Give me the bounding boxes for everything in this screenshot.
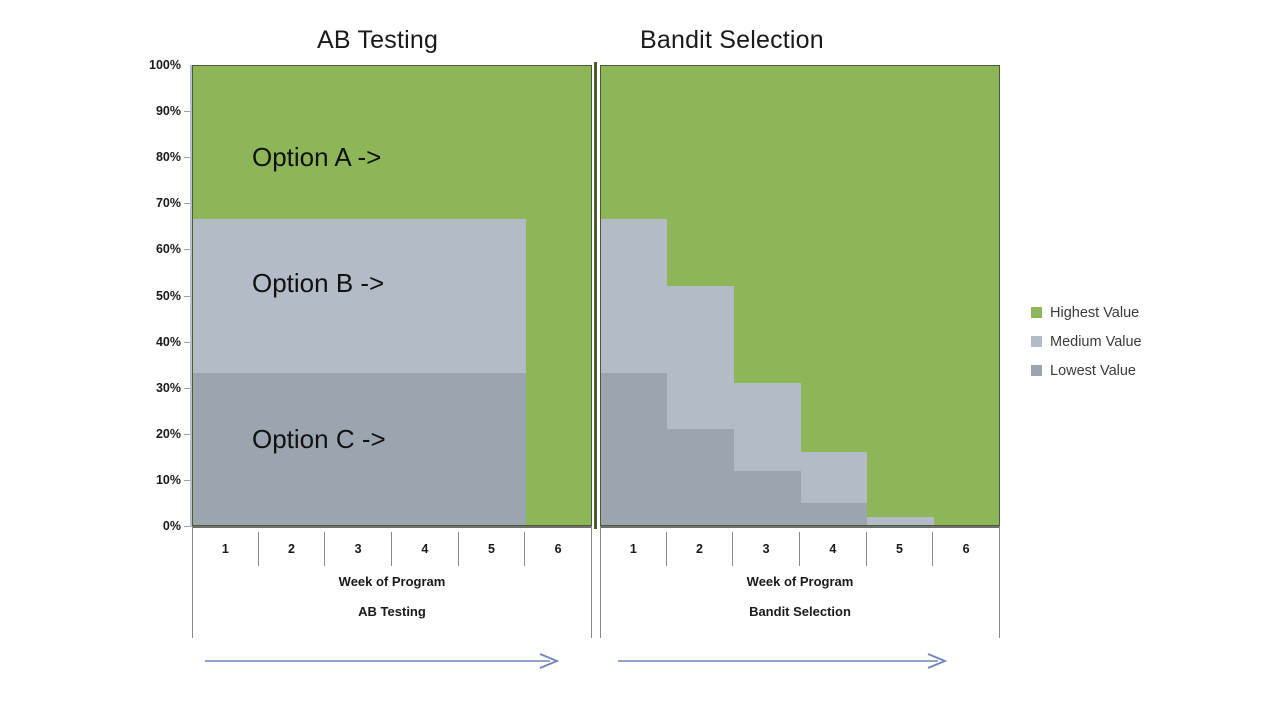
y-tick-mark xyxy=(184,203,191,205)
legend-item-1[interactable]: Medium Value xyxy=(1031,327,1142,356)
x-axis-left-edge-ab xyxy=(192,526,193,638)
ab-progress-arrow xyxy=(205,650,560,672)
y-tick-label: 90% xyxy=(155,104,181,119)
y-tick-label: 60% xyxy=(155,242,181,257)
x-tick-ab-week-5: 5 xyxy=(459,532,526,566)
legend-swatch-icon xyxy=(1031,307,1042,318)
bandit-lowest-value-week-1 xyxy=(600,372,668,526)
x-tick-bandit-week-4: 4 xyxy=(800,532,867,566)
x-axis-subtitle-bandit: Bandit Selection xyxy=(749,604,851,619)
bandit-progress-arrow xyxy=(618,650,948,672)
legend-item-label: Lowest Value xyxy=(1050,362,1136,379)
y-tick-label: 70% xyxy=(155,196,181,211)
x-axis-line-bandit xyxy=(600,526,1000,528)
y-tick-mark xyxy=(184,157,191,159)
y-tick-mark xyxy=(184,249,191,251)
y-tick-label: 100% xyxy=(149,58,181,72)
legend-swatch-icon xyxy=(1031,365,1042,376)
y-tick-mark xyxy=(184,479,191,481)
ab-lowest-value-week-5 xyxy=(458,372,526,526)
x-axis-left-edge-bandit xyxy=(600,526,601,638)
x-axis-subtitle-ab: AB Testing xyxy=(358,604,426,619)
y-tick-mark xyxy=(184,295,191,297)
annotation-option-a: Option A -> xyxy=(252,142,382,172)
plot-area-bandit-selection xyxy=(600,65,1000,526)
annotation-option-b: Option B -> xyxy=(252,268,385,298)
y-tick-label: 80% xyxy=(155,150,181,165)
y-tick-mark xyxy=(184,387,191,389)
y-axis-line xyxy=(190,65,192,527)
x-tick-ab-week-1: 1 xyxy=(192,532,259,566)
ab-lowest-value-week-2 xyxy=(258,372,326,526)
y-tick-label: 10% xyxy=(155,472,181,487)
x-tick-bandit-week-5: 5 xyxy=(867,532,934,566)
x-axis-title-bandit: Week of Program xyxy=(746,574,854,589)
ab-lowest-value-week-3 xyxy=(325,372,393,526)
x-tick-bandit-week-1: 1 xyxy=(600,532,667,566)
y-tick-mark xyxy=(184,341,191,343)
y-tick-mark xyxy=(184,433,191,435)
x-axis-title-ab: Week of Program xyxy=(338,574,446,589)
x-tick-bandit-week-2: 2 xyxy=(667,532,734,566)
x-axis-right-edge-ab xyxy=(591,526,592,638)
bandit-lowest-value-week-4 xyxy=(800,502,868,526)
x-tick-ab-week-3: 3 xyxy=(325,532,392,566)
legend-swatch-icon xyxy=(1031,336,1042,347)
y-axis: 100% 90% 80% 70% 60% 50% 40% 30% 20% 10% 0% xyxy=(133,58,191,534)
y-tick-label: 0% xyxy=(162,519,181,533)
bandit-lowest-value-week-3 xyxy=(733,470,801,526)
legend-item-0[interactable]: Highest Value xyxy=(1031,298,1142,327)
y-tick-mark xyxy=(184,111,191,113)
x-tick-bandit-week-6: 6 xyxy=(933,532,1000,566)
panel-divider-line xyxy=(594,62,597,529)
legend-item-label: Medium Value xyxy=(1050,333,1142,350)
bandit-lowest-value-week-2 xyxy=(666,429,734,526)
annotation-option-c: Option C -> xyxy=(252,424,386,454)
x-axis-line-ab xyxy=(192,526,592,528)
x-tick-bandit-week-3: 3 xyxy=(733,532,800,566)
y-tick-label: 30% xyxy=(155,380,181,395)
x-axis-right-edge-bandit xyxy=(999,526,1000,638)
x-tick-ab-week-6: 6 xyxy=(525,532,592,566)
plot-area-ab-testing xyxy=(192,65,592,526)
bandit-medium-value-week-5 xyxy=(866,516,934,526)
panel-title-ab-testing: AB Testing xyxy=(317,26,439,54)
y-tick-label: 50% xyxy=(155,288,181,303)
x-tick-ab-week-4: 4 xyxy=(392,532,459,566)
legend-item-2[interactable]: Lowest Value xyxy=(1031,356,1142,385)
y-tick-mark xyxy=(184,526,191,527)
y-tick-label: 20% xyxy=(155,426,181,441)
ab-lowest-value-week-1 xyxy=(192,372,260,526)
y-tick-label: 40% xyxy=(155,334,181,349)
legend-item-label: Highest Value xyxy=(1050,304,1140,321)
panel-title-bandit-selection: Bandit Selection xyxy=(640,26,824,54)
x-tick-ab-week-2: 2 xyxy=(259,532,326,566)
ab-lowest-value-week-4 xyxy=(392,372,460,526)
